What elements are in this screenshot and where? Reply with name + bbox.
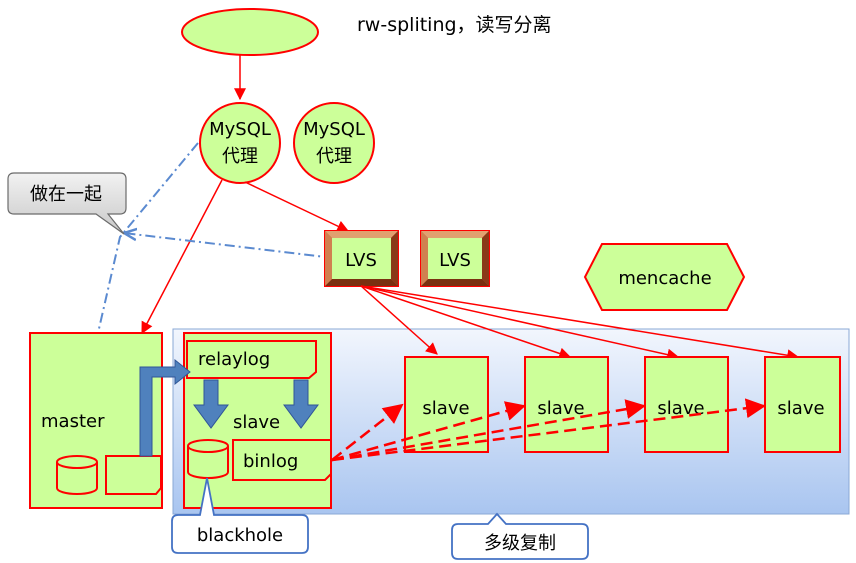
relaylog-down-block-arrow-2 (283, 379, 319, 429)
lvs-to-slave-4-arrow (360, 285, 800, 362)
mencache-node (583, 243, 746, 311)
callout-together-text: 做在一起 (30, 184, 102, 205)
master-database-icon (56, 455, 98, 495)
lvs-to-slave-2-arrow (360, 285, 572, 360)
relaylog-label: relaylog (198, 349, 270, 370)
master-label: master (41, 411, 105, 432)
relay-binlog-doc (232, 439, 332, 481)
blackhole-database-icon (187, 439, 229, 479)
binlog-to-slave-3-dashed-arrow (331, 399, 646, 462)
callout-multilevel: 多级复制 (451, 512, 589, 560)
mysql-proxy-2-label-2: 代理 (316, 146, 352, 167)
master-binlog-doc (105, 455, 162, 495)
callout-blackhole: blackhole (171, 477, 309, 554)
proxy-to-lvs-arrow (244, 181, 350, 232)
together-dashdot-line-2 (124, 233, 335, 259)
lvs-to-slave-3-arrow (360, 285, 680, 361)
binlog-to-slave-4-dashed-arrow (331, 398, 766, 462)
binlog-to-slave-2-dashed-arrow (331, 401, 526, 462)
lvs-node: LVS (324, 230, 399, 287)
relay-binlog-label: binlog (243, 451, 298, 472)
relaylog-down-block-arrow-1 (193, 379, 229, 429)
slave-4-label: slave (777, 398, 824, 419)
mysql-proxy-node (199, 102, 281, 184)
callout-together: 做在一起 (7, 172, 127, 235)
binlog-to-slave-1-dashed-arrow (331, 403, 404, 461)
lvs-to-slave-1-arrow (360, 285, 438, 355)
slave-2-label: slave (537, 398, 584, 419)
diagram-title: rw-spliting，读写分离 (357, 14, 552, 36)
mencache-label: mencache (618, 268, 711, 289)
slave-1-label: slave (422, 398, 469, 419)
mysql-proxy-label-1: MySQL (209, 119, 271, 140)
client-node (181, 8, 319, 56)
callout-blackhole-text: blackhole (197, 525, 283, 546)
callout-multilevel-text: 多级复制 (484, 533, 556, 554)
slave-node-3 (644, 356, 729, 453)
lvs-label: LVS (345, 250, 377, 271)
relay-slave-label: slave (233, 412, 280, 433)
mysql-proxy-node-2 (293, 102, 375, 184)
slave-node-2 (524, 356, 609, 453)
mysql-proxy-label-2: 代理 (222, 146, 258, 167)
together-dashdot-line-1 (97, 142, 199, 334)
mysql-proxy-2-label-1: MySQL (303, 119, 365, 140)
proxy-to-master-arrow (141, 179, 223, 335)
lvs-node-2: LVS (420, 230, 490, 287)
lvs-2-label: LVS (439, 250, 471, 271)
master-to-relaylog-block-arrow (139, 358, 191, 457)
